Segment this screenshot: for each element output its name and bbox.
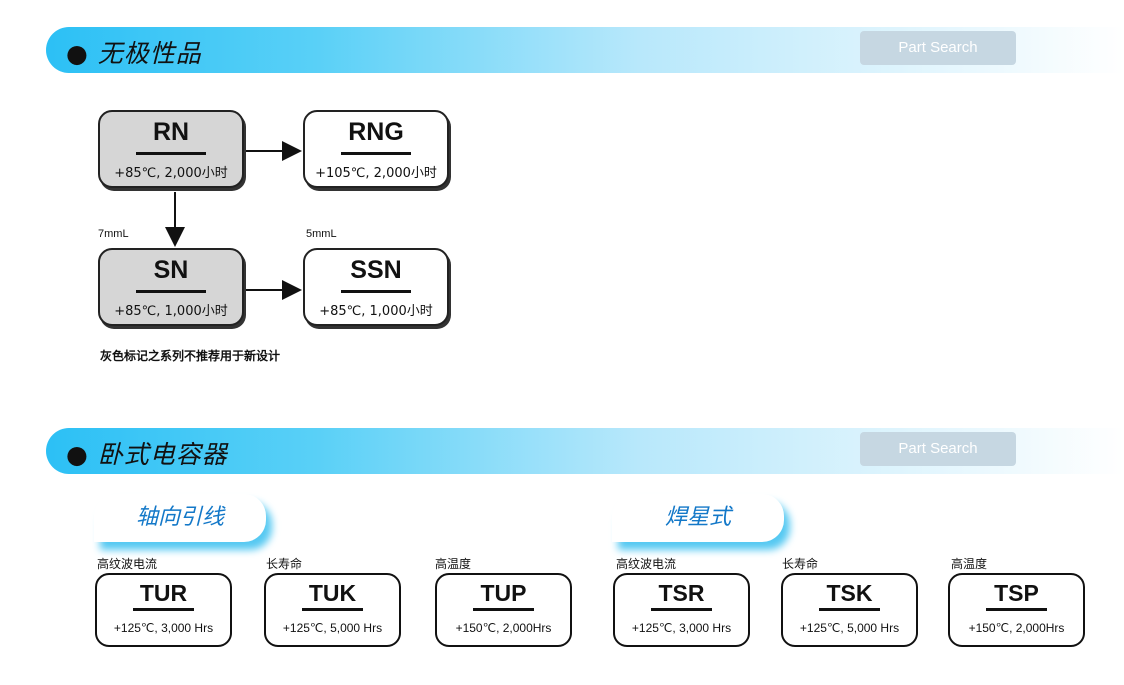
product-box-tsk[interactable]: TSK +125℃, 5,000 Hrs — [781, 573, 918, 647]
product-spec: +150℃, 2,000Hrs — [968, 621, 1065, 635]
series-spec: +85℃, 1,000小时 — [319, 304, 433, 319]
product-category: 长寿命 — [782, 557, 819, 571]
series-box-rn[interactable]: RN +85℃, 2,000小时 — [98, 110, 244, 188]
product-name: TUR — [139, 580, 188, 606]
series-box-ssn[interactable]: SSN +85℃, 1,000小时 — [303, 248, 449, 326]
underline — [133, 608, 194, 611]
product-name: TSP — [994, 580, 1039, 606]
underline — [819, 608, 880, 611]
underline — [341, 290, 411, 293]
group-pill-solder-star: 焊星式 — [612, 494, 784, 542]
underline — [302, 608, 363, 611]
series-name: RN — [152, 118, 190, 146]
series-box-sn[interactable]: SN +85℃, 1,000小时 — [98, 248, 244, 326]
series-name: SSN — [350, 256, 402, 284]
size-label-ssn: 5mmL — [306, 228, 337, 240]
product-spec: +125℃, 3,000 Hrs — [631, 621, 732, 635]
product-name: TUP — [480, 580, 527, 606]
product-box-tsr[interactable]: TSR +125℃, 3,000 Hrs — [613, 573, 750, 647]
section-title: ● 卧式电容器 — [66, 440, 228, 469]
product-category: 高温度 — [435, 557, 472, 571]
product-spec: +125℃, 5,000 Hrs — [799, 621, 900, 635]
underline — [136, 290, 206, 293]
size-label-sn: 7mmL — [98, 228, 129, 240]
product-category: 高纹波电流 — [616, 557, 677, 571]
series-spec: +85℃, 2,000小时 — [114, 166, 228, 181]
series-name: SN — [153, 256, 189, 284]
group-label: 焊星式 — [664, 505, 731, 530]
product-category: 高温度 — [951, 557, 988, 571]
product-box-tuk[interactable]: TUK +125℃, 5,000 Hrs — [264, 573, 401, 647]
product-box-tsp[interactable]: TSP +150℃, 2,000Hrs — [948, 573, 1085, 647]
series-spec: +105℃, 2,000小时 — [315, 166, 437, 181]
underline — [136, 152, 206, 155]
product-name: TUK — [308, 580, 357, 606]
product-category: 长寿命 — [266, 557, 303, 571]
diagram-caption: 灰色标记之系列不推荐用于新设计 — [100, 349, 281, 363]
series-name: RNG — [348, 118, 404, 146]
underline — [473, 608, 534, 611]
series-spec: +85℃, 1,000小时 — [114, 304, 228, 319]
section-header-nonpolar: ● 无极性品 Part Search — [46, 27, 1124, 73]
product-name: TSK — [826, 580, 873, 606]
product-spec: +125℃, 5,000 Hrs — [282, 621, 383, 635]
product-name: TSR — [658, 580, 705, 606]
product-box-tup[interactable]: TUP +150℃, 2,000Hrs — [435, 573, 572, 647]
section-title: ● 无极性品 — [66, 39, 202, 68]
underline — [986, 608, 1047, 611]
product-category: 高纹波电流 — [97, 557, 158, 571]
group-pill-axial-lead: 轴向引线 — [94, 494, 266, 542]
underline — [651, 608, 712, 611]
section-header-axial: ● 卧式电容器 Part Search — [46, 428, 1124, 474]
product-spec: +125℃, 3,000 Hrs — [113, 621, 214, 635]
product-spec: +150℃, 2,000Hrs — [455, 621, 552, 635]
series-box-rng[interactable]: RNG +105℃, 2,000小时 — [303, 110, 449, 188]
underline — [341, 152, 411, 155]
part-search-button[interactable]: Part Search — [860, 432, 1016, 466]
product-box-tur[interactable]: TUR +125℃, 3,000 Hrs — [95, 573, 232, 647]
group-label: 轴向引线 — [135, 505, 224, 530]
part-search-button[interactable]: Part Search — [860, 31, 1016, 65]
